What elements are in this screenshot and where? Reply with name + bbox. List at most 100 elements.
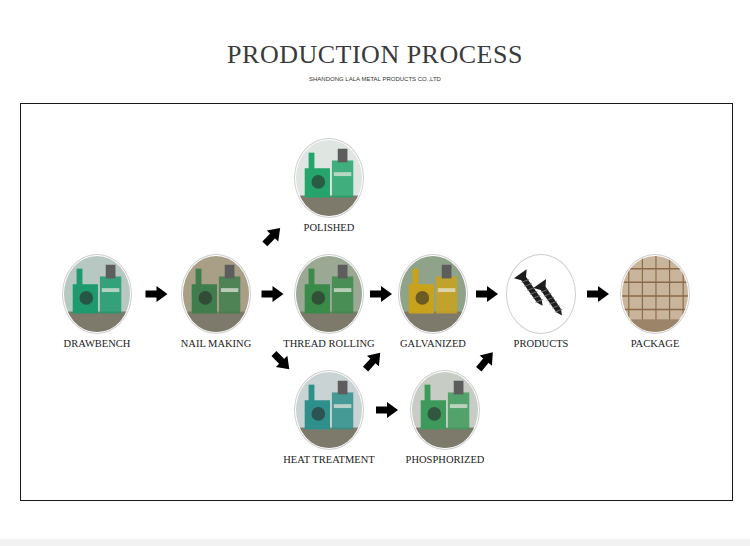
machine-part [413, 269, 419, 287]
machine-body [448, 392, 469, 429]
bottom-band [0, 539, 750, 546]
screw-thread [527, 286, 534, 292]
machine-wheel [312, 291, 326, 305]
machine-detail [221, 288, 238, 292]
step-label: POLISHED [303, 222, 356, 233]
screw-thread [547, 296, 554, 302]
screw-thread [549, 300, 556, 306]
photo-group [182, 255, 250, 333]
machine-body [192, 284, 217, 313]
machine-wheel [416, 291, 430, 305]
machine-part [309, 153, 315, 171]
machine-body [436, 276, 457, 313]
floor [295, 312, 363, 333]
screw-thread [535, 298, 542, 304]
process-circle: DRAWBENCH [62, 254, 132, 334]
machine-part [309, 269, 315, 287]
arrow-head [480, 352, 493, 366]
machine-body [332, 392, 353, 429]
arrow-head [267, 228, 280, 241]
node-photo [182, 255, 250, 333]
node-photo [411, 371, 479, 449]
machine-body [305, 400, 330, 429]
screw-shank [540, 285, 561, 312]
carton-col [628, 255, 629, 333]
machine-part [338, 265, 348, 279]
node-photo [63, 255, 131, 333]
machine-body [332, 276, 353, 313]
process-circle: GALVANIZED [398, 254, 468, 334]
floor [411, 428, 479, 449]
screw-thread [541, 288, 548, 294]
photo-group [295, 255, 363, 333]
arrow-head [487, 286, 498, 302]
flow-arrow [366, 353, 381, 369]
flow-arrow [370, 286, 392, 302]
machine-detail [102, 288, 119, 292]
arrow-head [367, 353, 380, 367]
carton-row [621, 268, 689, 269]
machine-body [305, 284, 330, 313]
machine-part [425, 385, 431, 403]
machine-part [106, 265, 116, 279]
photo-group [63, 255, 131, 333]
machine-part [454, 381, 464, 395]
machine-part [442, 265, 452, 279]
flow-arrow [376, 402, 398, 418]
step-label: PACKAGE [630, 338, 681, 349]
photo-ground [507, 255, 575, 333]
photo-ground [182, 255, 250, 333]
arrow-head [157, 286, 168, 302]
machine-body [409, 284, 434, 313]
photo-ground [295, 139, 363, 217]
flow-arrow [265, 228, 280, 244]
flow-arrow [476, 286, 498, 302]
floor [399, 312, 467, 333]
node-photo [295, 139, 363, 217]
carton-row [621, 282, 689, 283]
machine-body [100, 276, 121, 313]
flow-arrow [274, 354, 289, 370]
photo-group [295, 371, 363, 449]
screw-thread [524, 282, 531, 288]
photo-ground [411, 371, 479, 449]
screw-thread [533, 294, 540, 300]
node-photo [507, 255, 575, 333]
machine-body [73, 284, 98, 313]
photo-ground [621, 255, 689, 333]
flow-arrow [262, 286, 284, 302]
node-photo [295, 371, 363, 449]
photo-group [621, 255, 689, 333]
machine-wheel [312, 175, 326, 189]
step-label: PRODUCTS [513, 338, 570, 349]
arrow-head [598, 286, 609, 302]
arrow-head [387, 402, 398, 418]
flow-arrow [146, 286, 168, 302]
machine-detail [334, 404, 351, 408]
step-label: NAIL MAKING [180, 338, 252, 349]
machine-part [338, 149, 348, 163]
floor [295, 428, 363, 449]
machine-body [219, 276, 240, 313]
screw [533, 279, 568, 320]
photo-ground [295, 371, 363, 449]
node-photo [399, 255, 467, 333]
photo-group [295, 139, 363, 217]
photo-group [399, 255, 467, 333]
flow-arrow [587, 286, 609, 302]
machine-body [421, 400, 446, 429]
machine-wheel [312, 407, 326, 421]
process-circle: PHOSPHORIZED [410, 370, 480, 450]
machine-wheel [80, 291, 94, 305]
machine-detail [450, 404, 467, 408]
photo-group [411, 371, 479, 449]
carton-row [621, 309, 689, 310]
arrow-head [381, 286, 392, 302]
screw-thread [522, 278, 529, 284]
step-label: PHOSPHORIZED [405, 454, 486, 465]
screw-head [533, 279, 549, 293]
carton-row [621, 295, 689, 296]
process-circle: POLISHED [294, 138, 364, 218]
floor [63, 312, 131, 333]
photo-ground [295, 255, 363, 333]
